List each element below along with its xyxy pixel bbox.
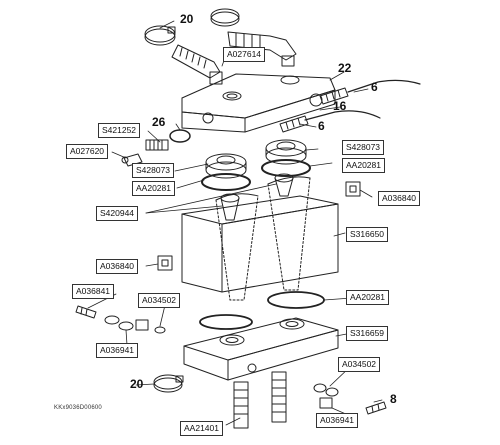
callout-s421252: S421252	[98, 123, 141, 138]
callout-aa20281-left: AA20281	[132, 181, 175, 196]
callout-aa21401: AA21401	[180, 421, 223, 436]
hose-fitting-left	[171, 44, 223, 85]
callout-a034502-right: A034502	[338, 357, 381, 372]
callout-aa20281-right: AA20281	[346, 290, 389, 305]
small-fitting	[145, 139, 169, 151]
item-number-22: 22	[338, 61, 352, 75]
seat-right	[261, 139, 311, 177]
main-body-block	[181, 176, 339, 301]
plug-a027620	[121, 153, 143, 167]
callout-a036840-right: A036840	[378, 191, 421, 206]
callout-a027620: A027620	[66, 144, 109, 159]
item-number-20-bottom: 20	[130, 377, 144, 391]
hose-clamp-bottom	[153, 374, 184, 393]
item-number-6-top: 6	[371, 80, 378, 94]
nozzle-right	[274, 173, 294, 197]
callout-a036841: A036841	[72, 284, 115, 299]
seat-left	[201, 153, 251, 191]
callout-s420944: S420944	[96, 206, 139, 221]
screw-a036841	[75, 305, 97, 319]
screw-8	[365, 401, 387, 415]
callout-s428073-right: S428073	[342, 140, 385, 155]
o-ring-lower-left	[199, 314, 253, 330]
o-ring-26	[169, 129, 191, 143]
upper-manifold	[181, 73, 336, 133]
item-number-8: 8	[390, 392, 397, 406]
callout-aa20281-mid: AA20281	[342, 158, 385, 173]
washer-left	[104, 315, 166, 334]
hose-fitting-right	[227, 31, 297, 67]
hose-barb-left	[233, 381, 249, 429]
clip-right	[345, 181, 361, 197]
clip-left	[157, 255, 173, 271]
hose-clamp-top	[144, 25, 176, 46]
base-plate	[183, 317, 339, 381]
callout-a034502-left: A034502	[138, 293, 181, 308]
callout-s316659: S316659	[346, 326, 389, 341]
callout-s428073-left: S428073	[132, 163, 175, 178]
hose-barb-right	[271, 371, 287, 423]
o-ring-lower-right	[267, 291, 325, 309]
hose-clamp-top-right	[210, 8, 240, 27]
item-number-16: 16	[333, 99, 347, 113]
item-number-20-top: 20	[180, 12, 194, 26]
drawing-reference: KKx9036D00600	[54, 405, 102, 411]
callout-a036941-right: A036941	[316, 413, 359, 428]
item-number-26: 26	[152, 115, 166, 129]
callout-a036941-left: A036941	[96, 343, 139, 358]
item-number-6-mid: 6	[318, 119, 325, 133]
callout-a027614: A027614	[223, 47, 266, 62]
callout-s316650: S316650	[346, 227, 389, 242]
side-fitting-lower	[279, 110, 381, 133]
side-fitting-upper	[319, 79, 421, 105]
washer-right	[313, 383, 339, 409]
callout-a036840-left: A036840	[96, 259, 139, 274]
